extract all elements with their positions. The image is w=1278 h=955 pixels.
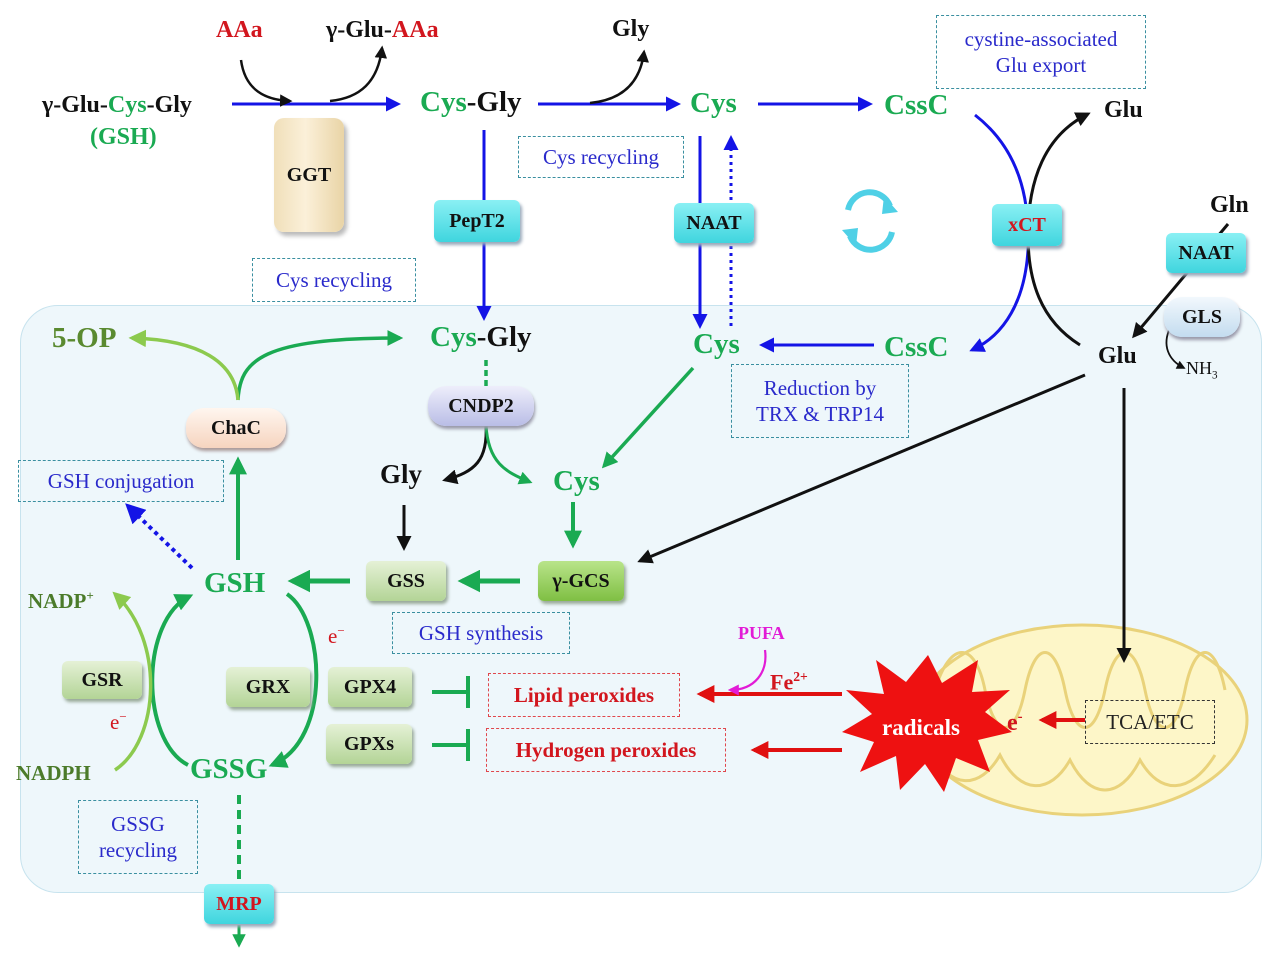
reduction-line1: Reduction by: [763, 375, 877, 400]
cysgly-gly: -Gly: [466, 86, 522, 118]
gsh-synthesis-box: GSH synthesis: [392, 612, 570, 654]
gsh-label: (GSH): [90, 124, 157, 150]
intracellular-glu: Glu: [1098, 343, 1137, 369]
nh3-subscript: 3: [1212, 369, 1218, 382]
naat-transporter-top: NAAT: [674, 203, 754, 243]
gssg-recycling-line1: GSSG: [111, 811, 165, 836]
gsh-node: GSH: [204, 567, 266, 599]
pept2-transporter: PepT2: [434, 200, 520, 242]
gsh-formula-gly: -Gly: [146, 92, 192, 118]
aaa-suffix: AAa: [391, 17, 439, 43]
lipid-peroxides-box: Lipid peroxides: [488, 673, 680, 717]
e3-base: e: [1007, 710, 1018, 736]
fe-sup: 2+: [793, 669, 808, 684]
ggt-enzyme: GGT: [274, 118, 344, 232]
e1-base: e: [328, 624, 338, 648]
hydrogen-peroxides-box: Hydrogen peroxides: [486, 728, 726, 772]
e2-base: e: [110, 710, 120, 734]
nadp-label: NADP+: [28, 589, 94, 612]
e3-sup: -: [1017, 709, 1023, 725]
gsh-conjugation-box: GSH conjugation: [18, 460, 224, 502]
mrp-transporter: MRP: [204, 884, 274, 924]
cysgly-cys: Cys: [420, 86, 467, 118]
intra-cysgly-cys: Cys: [430, 321, 477, 353]
gly-top-label: Gly: [612, 16, 650, 42]
gss-enzyme: GSS: [366, 561, 446, 601]
electron-label-gsr: e−: [110, 710, 127, 733]
gamma-glu-aaa-label: γ-Glu-AAa: [326, 18, 439, 42]
gsh-formula: γ-Glu-Cys-Gly: [42, 93, 192, 117]
gpxs-enzyme: GPXs: [326, 724, 412, 764]
extracellular-cysgly: Cys-Gly: [420, 88, 522, 117]
five-op-label: 5-OP: [52, 322, 117, 354]
gssg-recycling-line2: recycling: [98, 838, 178, 862]
cys-recycling-box-1: Cys recycling: [518, 136, 684, 178]
e1-sup: −: [337, 623, 345, 638]
cys-recycling-box-2: Cys recycling: [252, 258, 416, 302]
pufa-label: PUFA: [738, 623, 785, 643]
cystine-export-line1: cystine-associated: [964, 26, 1118, 51]
intracellular-gly: Gly: [380, 459, 423, 489]
radicals-burst: [842, 655, 1012, 792]
reduction-line2: TRX & TRP14: [756, 402, 884, 426]
gamma-glu-prefix: γ-Glu-: [326, 17, 392, 43]
intracellular-cssc: CssC: [884, 331, 949, 363]
nh3-base: NH: [1186, 358, 1212, 378]
extracellular-cys: Cys: [690, 87, 737, 119]
aaa-label: AAa: [216, 17, 263, 43]
cystine-export-line2: Glu export: [995, 53, 1087, 77]
extracellular-glu: Glu: [1104, 97, 1143, 123]
fe-label: Fe2+: [770, 670, 808, 693]
grx-enzyme: GRX: [226, 667, 310, 707]
radicals-label: radicals: [882, 715, 960, 740]
fe-base: Fe: [770, 669, 794, 695]
intra-cysgly-gly: -Gly: [476, 321, 532, 353]
nadph-label: NADPH: [16, 761, 91, 785]
gsr-enzyme: GSR: [62, 661, 142, 699]
chac-enzyme: ChaC: [186, 408, 286, 448]
gsh-formula-cys: Cys: [107, 92, 147, 118]
gsh-formula-glu: γ-Glu-: [42, 92, 108, 118]
naat-transporter-right: NAAT: [1166, 233, 1246, 273]
gssg-node: GSSG: [190, 753, 268, 785]
xct-transporter: xCT: [992, 204, 1062, 246]
nadp-superscript: +: [86, 588, 94, 603]
electron-label-grx: e−: [328, 624, 345, 647]
e2-sup: −: [119, 709, 127, 724]
extracellular-cssc: CssC: [884, 89, 949, 121]
nh3-label: NH3: [1186, 359, 1218, 382]
gpx4-enzyme: GPX4: [328, 667, 412, 707]
gamma-gcs-enzyme: γ-GCS: [538, 561, 624, 601]
cndp2-enzyme: CNDP2: [428, 386, 534, 426]
intracellular-cys-upper: Cys: [693, 328, 740, 360]
tca-etc-box: TCA/ETC: [1085, 700, 1215, 744]
intracellular-cysgly: Cys-Gly: [430, 323, 532, 352]
nadp-base: NADP: [28, 589, 87, 613]
intracellular-cys-lower: Cys: [553, 465, 600, 497]
gln-label: Gln: [1210, 192, 1249, 218]
cycle-arrows-icon: [842, 189, 898, 253]
gls-enzyme: GLS: [1164, 297, 1240, 337]
electron-label-mito: e-: [1007, 710, 1023, 735]
